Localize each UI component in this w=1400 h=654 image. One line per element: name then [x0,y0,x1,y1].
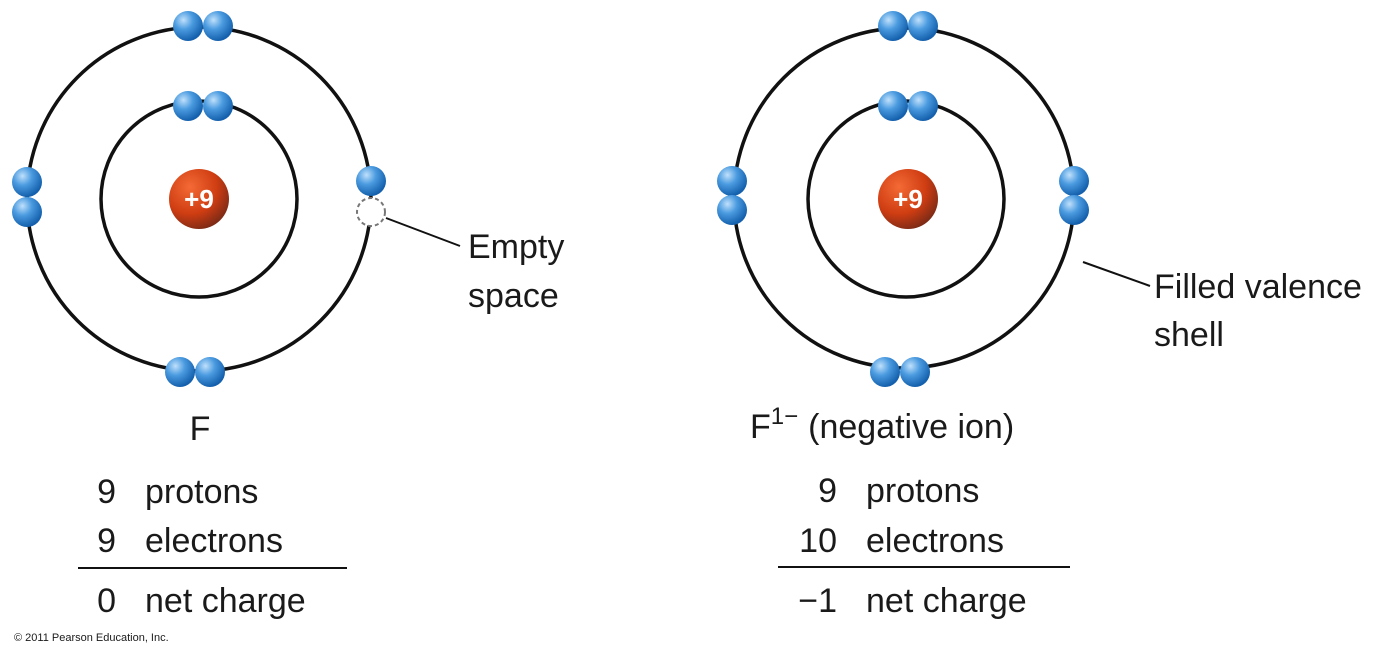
nucleus [169,169,229,229]
callout-filled-valence-shell: Filled valence shell [1154,268,1371,354]
net-charge-num: −1 [798,582,837,620]
electron [12,197,42,227]
electron [717,195,747,225]
electron [173,11,203,41]
nucleus [878,169,938,229]
electron [1059,166,1089,196]
electron [908,11,938,41]
nucleus-label: +9 [893,184,923,214]
fluorine-atom: +9 Empty space F 9 protons 9 electrons 0… [12,11,574,620]
electron [165,357,195,387]
electrons [12,11,386,387]
electron [173,91,203,121]
electron [878,11,908,41]
net-charge-label: net charge [866,582,1027,620]
count-num: 9 [818,472,837,510]
count-num: 10 [799,522,837,560]
callout-line [1082,261,1151,287]
atom-symbol: F [190,410,211,448]
electron [900,357,930,387]
electron [203,91,233,121]
electron [870,357,900,387]
count-num: 9 [97,522,116,560]
count-label: electrons [145,522,283,560]
electron [195,357,225,387]
electron [717,166,747,196]
electron [12,167,42,197]
count-label: electrons [866,522,1004,560]
callout-line [385,217,461,247]
electron [203,11,233,41]
count-num: 9 [97,473,116,511]
electron [908,91,938,121]
fluoride-ion: +9 Filled valence shell F1−(negative ion… [717,11,1371,620]
empty-electron-slot [356,197,386,227]
ion-symbol: F1−(negative ion) [750,403,1014,446]
electron [356,166,386,196]
count-label: protons [145,473,258,511]
count-label: protons [866,472,979,510]
callout-empty-space: Empty space [468,228,574,315]
electron [1059,195,1089,225]
net-charge-label: net charge [145,582,306,620]
electron [878,91,908,121]
net-charge-num: 0 [97,582,116,620]
electrons [717,11,1089,387]
nucleus-label: +9 [184,184,214,214]
copyright: © 2011 Pearson Education, Inc. [14,632,169,644]
